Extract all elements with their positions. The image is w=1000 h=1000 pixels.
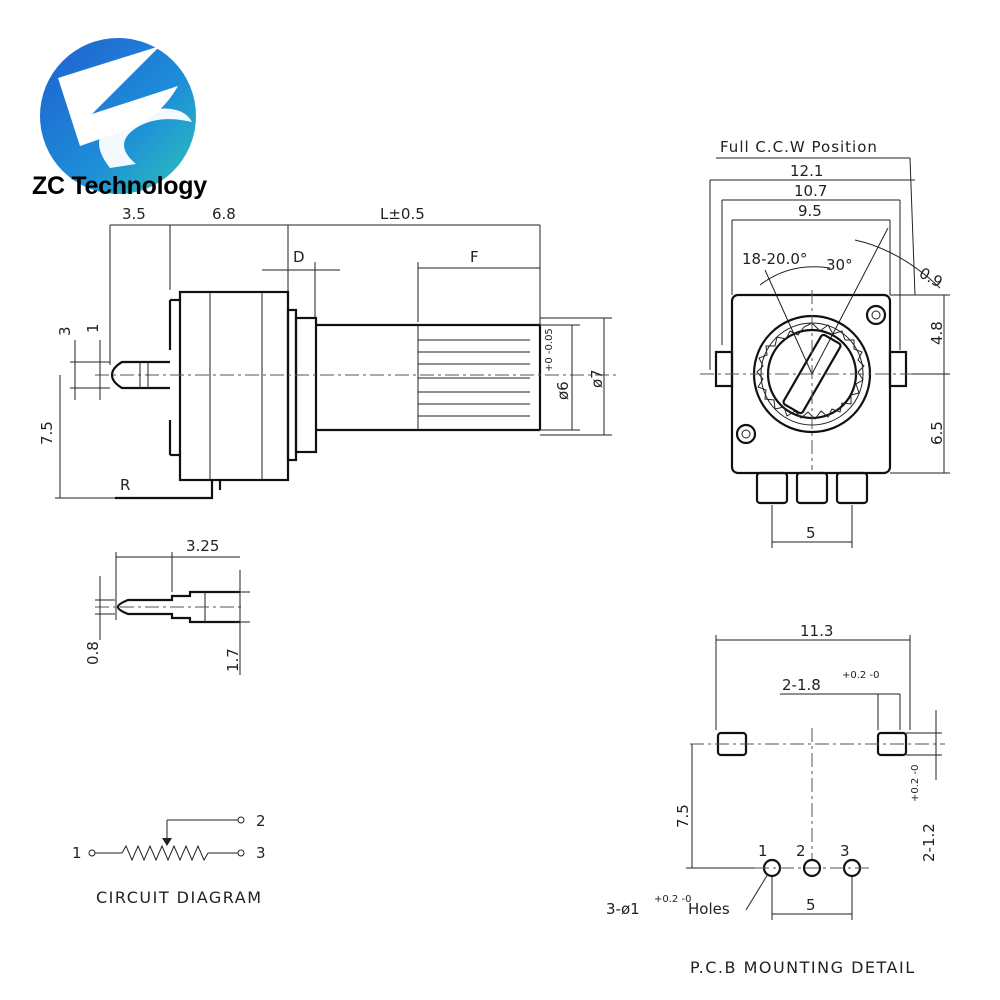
- side-view: 3.5 6.8 L±0.5 D F: [38, 205, 620, 500]
- dim-6-5: 6.5: [928, 421, 946, 445]
- dim-D: D: [293, 248, 305, 266]
- dim-12-1: 12.1: [790, 162, 823, 180]
- dim-phi6-tol: +0 -0.05: [544, 328, 555, 372]
- pcb-mounting-detail: 11.3 2-1.8 +0.2 -0 2-1.2 +0.2 -0 7.5 1 2: [606, 622, 945, 977]
- front-view: Full C.C.W Position 12.1 10.7 9.5 18-20.…: [700, 138, 950, 548]
- dim-4-8: 4.8: [928, 321, 946, 345]
- dim-holes-tol: +0.2 -0: [654, 894, 691, 905]
- dim-angle-a: 18-20.0°: [742, 250, 807, 268]
- dim-3: 3: [56, 326, 74, 336]
- front-title: Full C.C.W Position: [720, 138, 878, 156]
- pcb-caption: P.C.B MOUNTING DETAIL: [690, 958, 916, 977]
- circuit-diagram: 1 3 2 CIRCUIT DIAGRAM: [72, 812, 266, 907]
- dim-0-9: 0.9: [916, 264, 946, 292]
- dim-slot: 2-1.8: [782, 676, 821, 694]
- dim-9-5: 9.5: [798, 202, 822, 220]
- dim-3-5: 3.5: [122, 205, 146, 223]
- circuit-pin-3: 3: [256, 844, 266, 862]
- dim-7-5: 7.5: [38, 421, 56, 445]
- brand-name: ZC Technology: [32, 172, 207, 200]
- dim-slot-v-tol: +0.2 -0: [910, 765, 921, 802]
- dim-slot-v: 2-1.2: [920, 823, 938, 862]
- circuit-pin-1: 1: [72, 844, 82, 862]
- dim-6-8: 6.8: [212, 205, 236, 223]
- pcb-pin-1: 1: [758, 842, 768, 860]
- dim-holes: 3-ø1: [606, 900, 640, 918]
- dim-7-5-pcb: 7.5: [674, 804, 692, 828]
- pcb-pin-2: 2: [796, 842, 806, 860]
- dim-0-8: 0.8: [84, 641, 102, 665]
- dim-angle-b: 30°: [826, 256, 853, 274]
- dim-1-7: 1.7: [224, 648, 242, 672]
- dim-R: R: [120, 476, 130, 494]
- dim-11-3: 11.3: [800, 622, 833, 640]
- pcb-pin-3: 3: [840, 842, 850, 860]
- dim-1: 1: [84, 323, 102, 333]
- dim-slot-tol: +0.2 -0: [842, 670, 879, 681]
- dim-3-25: 3.25: [186, 537, 219, 555]
- zc-logo-icon: [40, 38, 196, 194]
- circuit-caption: CIRCUIT DIAGRAM: [96, 888, 263, 907]
- dim-5-pcb: 5: [806, 896, 816, 914]
- dim-L: L±0.5: [380, 205, 425, 223]
- shaft-knurl: [417, 325, 530, 430]
- dim-5-front: 5: [806, 524, 816, 542]
- circuit-pin-2: 2: [256, 812, 266, 830]
- dim-F: F: [470, 248, 479, 266]
- dim-phi6: ø6: [554, 381, 572, 400]
- pin-detail: 3.25 0.8 1.7: [84, 537, 250, 675]
- dim-holes-suffix: Holes: [688, 900, 730, 918]
- dim-10-7: 10.7: [794, 182, 827, 200]
- dim-phi7: ø7: [588, 369, 606, 388]
